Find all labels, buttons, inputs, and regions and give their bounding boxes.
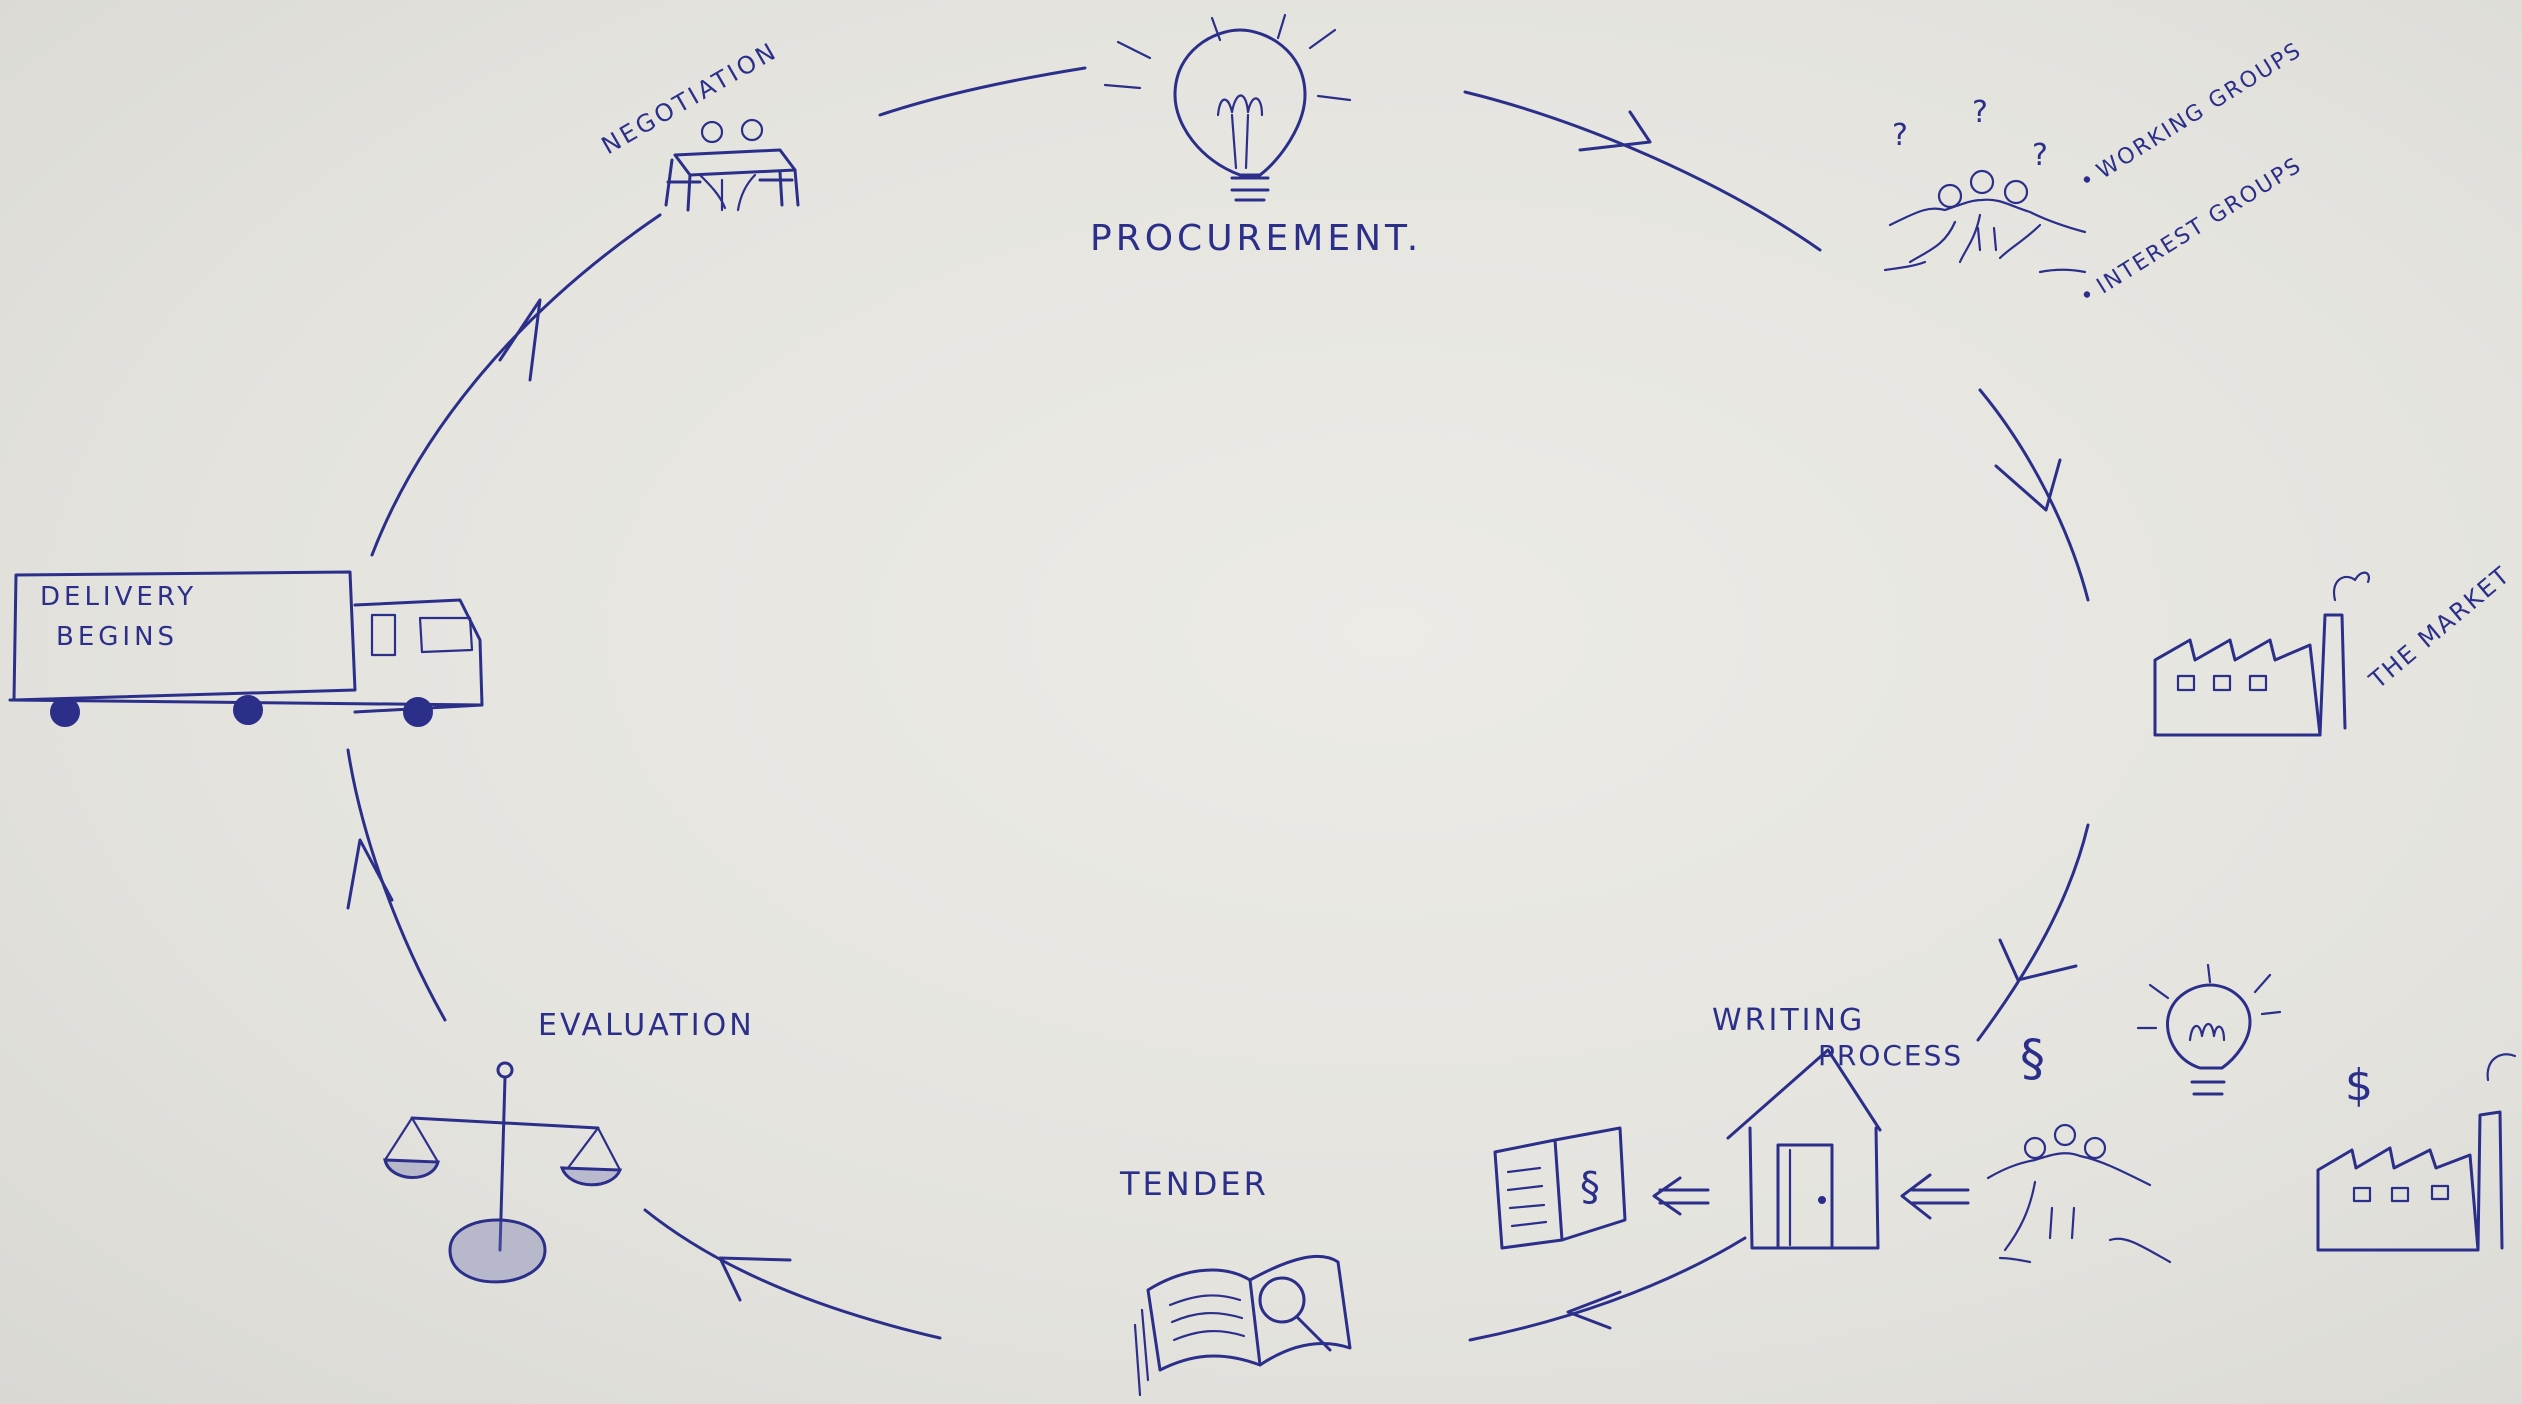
bullet-1: •	[2076, 167, 2100, 195]
arrow-negotiation-to-procurement	[880, 68, 1085, 115]
people-icon	[1885, 171, 2085, 272]
interest-groups-label: INTEREST GROUPS	[2093, 153, 2307, 300]
negotiation-text: NEGOTIATION	[597, 37, 783, 160]
question-mark-3: ?	[2032, 138, 2048, 173]
writing-process-stage: WRITING PROCESS § $	[1495, 965, 2515, 1262]
question-mark-2: ?	[1972, 95, 1988, 130]
people-icon-small	[1988, 1125, 2170, 1262]
dollar-symbol: $	[2345, 1060, 2373, 1111]
negotiation-stage: NEGOTIATION	[597, 37, 798, 210]
document-icon: §	[1495, 1128, 1625, 1248]
table-chairs-icon	[666, 120, 798, 210]
arrowhead-6	[348, 840, 392, 908]
book-magnifier-icon	[1135, 1256, 1350, 1395]
paragraph-symbol-2: §	[1580, 1164, 1600, 1210]
question-mark-1: ?	[1892, 118, 1908, 153]
market-stage: THE MARKET	[2155, 561, 2516, 735]
market-text: THE MARKET	[2363, 561, 2516, 695]
working-groups-label: WORKING GROUPS	[2093, 38, 2307, 185]
factory-icon-small	[2318, 1112, 2502, 1250]
evaluation-stage: EVALUATION	[385, 1008, 755, 1282]
factory-icon	[2155, 573, 2369, 735]
procurement-label: PROCUREMENT.	[1090, 218, 1422, 259]
arrow-tender-to-evaluation	[645, 1210, 940, 1338]
delivery-label-line1: DELIVERY	[40, 582, 197, 612]
arrow-market-to-writing	[1978, 825, 2088, 1040]
arrow-delivery-to-negotiation	[372, 215, 660, 555]
groups-stage: ? ? ? • WORKING GROUPS • INTEREST GROUPS	[1885, 38, 2307, 310]
tender-label: TENDER	[1119, 1165, 1269, 1203]
house-icon	[1728, 1050, 1880, 1248]
the-market-label: THE MARKET	[2363, 561, 2516, 695]
lightbulb-icon	[1105, 15, 1350, 200]
arrow-evaluation-to-delivery	[348, 750, 445, 1020]
arrow-procurement-to-groups	[1465, 92, 1820, 250]
factory-smoke	[2488, 1054, 2515, 1080]
arrowhead-4	[1568, 1292, 1620, 1328]
arrow-groups-to-market	[1980, 390, 2088, 600]
lightbulb-icon-small	[2138, 965, 2280, 1094]
arrow-people-to-house	[1902, 1175, 1968, 1218]
scales-icon	[385, 1063, 620, 1282]
evaluation-label: EVALUATION	[538, 1008, 755, 1043]
negotiation-label: NEGOTIATION	[597, 37, 783, 160]
arrow-house-to-document	[1654, 1178, 1708, 1214]
arrow-writing-to-tender	[1470, 1238, 1745, 1340]
bullet-2: •	[2076, 282, 2100, 310]
delivery-stage: DELIVERY BEGINS	[10, 572, 482, 726]
writing-label: WRITING	[1712, 1003, 1865, 1038]
procurement-stage: PROCUREMENT.	[1090, 15, 1422, 259]
paragraph-symbol-1: §	[2020, 1029, 2045, 1087]
delivery-label-line2: BEGINS	[56, 622, 178, 652]
arrowhead-7	[500, 300, 540, 380]
tender-stage: TENDER	[1119, 1165, 1350, 1395]
